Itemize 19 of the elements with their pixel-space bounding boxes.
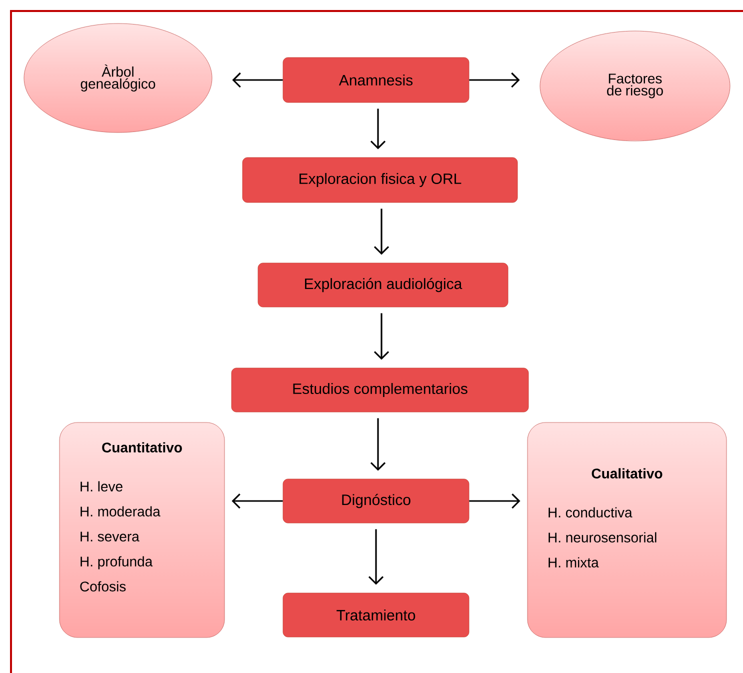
- process-box: Tratamiento: [282, 592, 470, 638]
- arrow: [370, 108, 386, 150]
- arrow: [469, 72, 520, 88]
- arrow: [370, 418, 386, 471]
- process-box: Estudios complementarios: [231, 368, 529, 412]
- ellipse-node: Àrbol genealógico: [24, 23, 212, 133]
- process-box: Exploracion fisica y ORL: [242, 157, 518, 203]
- arrow: [232, 72, 283, 88]
- arrow: [232, 493, 283, 509]
- arrow: [374, 208, 390, 255]
- process-box: Dignóstico: [282, 478, 470, 524]
- category-box: Cuantitativo H. leve H. moderada H. severa H. profunda Cofosis: [59, 422, 225, 638]
- arrow: [368, 529, 384, 585]
- ellipse-node: Factores de riesgo: [540, 30, 730, 142]
- category-box: Cualitativo H. conductiva H. neurosensorial H. mixta: [527, 422, 727, 638]
- process-box: Exploración audiológica: [258, 262, 508, 308]
- arrow: [374, 313, 390, 360]
- arrow: [469, 493, 520, 509]
- process-box: Anamnesis: [282, 57, 470, 103]
